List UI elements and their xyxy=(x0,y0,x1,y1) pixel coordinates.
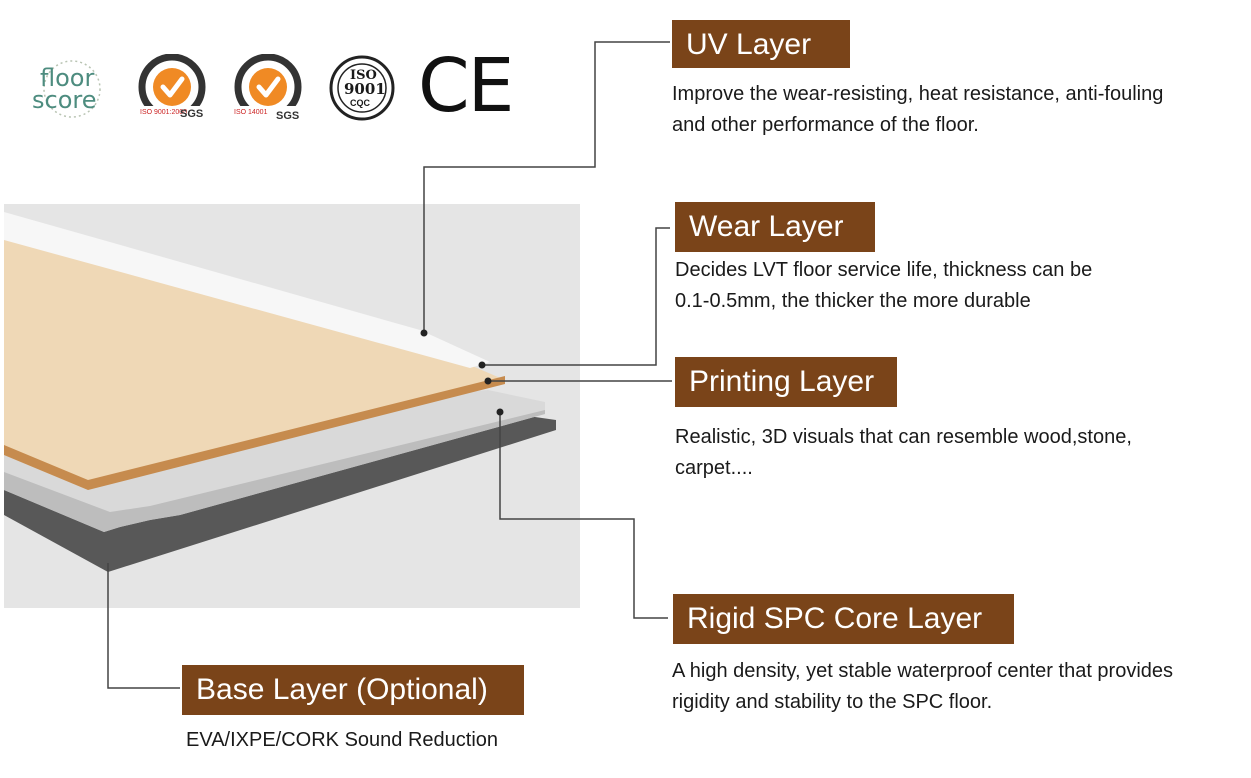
iso-middle: 9001 xyxy=(344,80,386,98)
wear-desc-line-1: Decides LVT floor service life, thicknes… xyxy=(675,259,1093,281)
uv-layer-description: Improve the wear-resisting, heat resista… xyxy=(672,79,1163,141)
sgs-check-icon xyxy=(232,53,304,122)
core-dot xyxy=(496,408,504,416)
core-desc-line-2: rigidity and stability to the SPC floor. xyxy=(672,691,993,713)
sgs-ring-text: ISO 14001 xyxy=(234,109,268,116)
floorscore-line1: floor xyxy=(40,64,95,92)
floorscore-ring-icon xyxy=(43,60,101,118)
wear-layer-description: Decides LVT floor service life, thicknes… xyxy=(675,255,1092,317)
printing-layer-description: Realistic, 3D visuals that can resemble … xyxy=(675,422,1132,484)
uv-layer-label: UV Layer xyxy=(672,20,850,68)
iso-top: ISO xyxy=(350,68,377,83)
wear-connector xyxy=(482,227,670,366)
uv-desc-line-1: Improve the wear-resisting, heat resista… xyxy=(672,83,1164,105)
base-connector xyxy=(107,563,180,689)
printing-dot xyxy=(484,377,492,385)
ce-mark: CE xyxy=(418,43,514,129)
iso-seal-icon xyxy=(329,55,395,121)
wear-layer-shape xyxy=(4,212,490,368)
connector-dots xyxy=(420,329,504,416)
core-layer-description: A high density, yet stable waterproof ce… xyxy=(672,656,1173,718)
floorscore-line2: score xyxy=(32,86,97,114)
iso-9001-seal: ISO 9001 CQC xyxy=(326,54,398,122)
iso-bottom: CQC xyxy=(350,98,370,108)
base-layer-description: EVA/IXPE/CORK Sound Reduction xyxy=(186,725,498,756)
floorscore-logo: floor score xyxy=(28,58,116,120)
base-layer-label: Base Layer (Optional) xyxy=(182,665,524,715)
sgs-check-icon xyxy=(136,53,208,122)
printing-layer-label: Printing Layer xyxy=(675,357,897,407)
uv-connector xyxy=(423,41,670,333)
printing-desc-line-2: carpet.... xyxy=(675,457,753,479)
uv-dot xyxy=(420,329,428,337)
sgs-label: SGS xyxy=(180,108,204,120)
wear-layer-label: Wear Layer xyxy=(675,202,875,252)
base-desc-line-1: EVA/IXPE/CORK Sound Reduction xyxy=(186,729,499,751)
sgs-label: SGS xyxy=(276,110,300,122)
core-layer-label: Rigid SPC Core Layer xyxy=(673,594,1014,644)
sgs-ring-text: ISO 9001:2000 xyxy=(140,109,188,116)
wear-dot xyxy=(478,361,486,369)
sgs-badge-2: ISO 14001 SGS xyxy=(230,53,306,124)
uv-desc-line-2: and other performance of the floor. xyxy=(672,114,979,136)
core-connector xyxy=(499,412,668,619)
core-desc-line-1: A high density, yet stable waterproof ce… xyxy=(672,660,1174,682)
wear-desc-line-2: 0.1-0.5mm, the thicker the more durable xyxy=(675,290,1031,312)
connector-lines xyxy=(107,41,672,689)
sgs-badge-1: ISO 9001:2000 SGS xyxy=(134,53,210,124)
printing-layer-shape xyxy=(4,238,505,490)
printing-desc-line-1: Realistic, 3D visuals that can resemble … xyxy=(675,426,1132,448)
